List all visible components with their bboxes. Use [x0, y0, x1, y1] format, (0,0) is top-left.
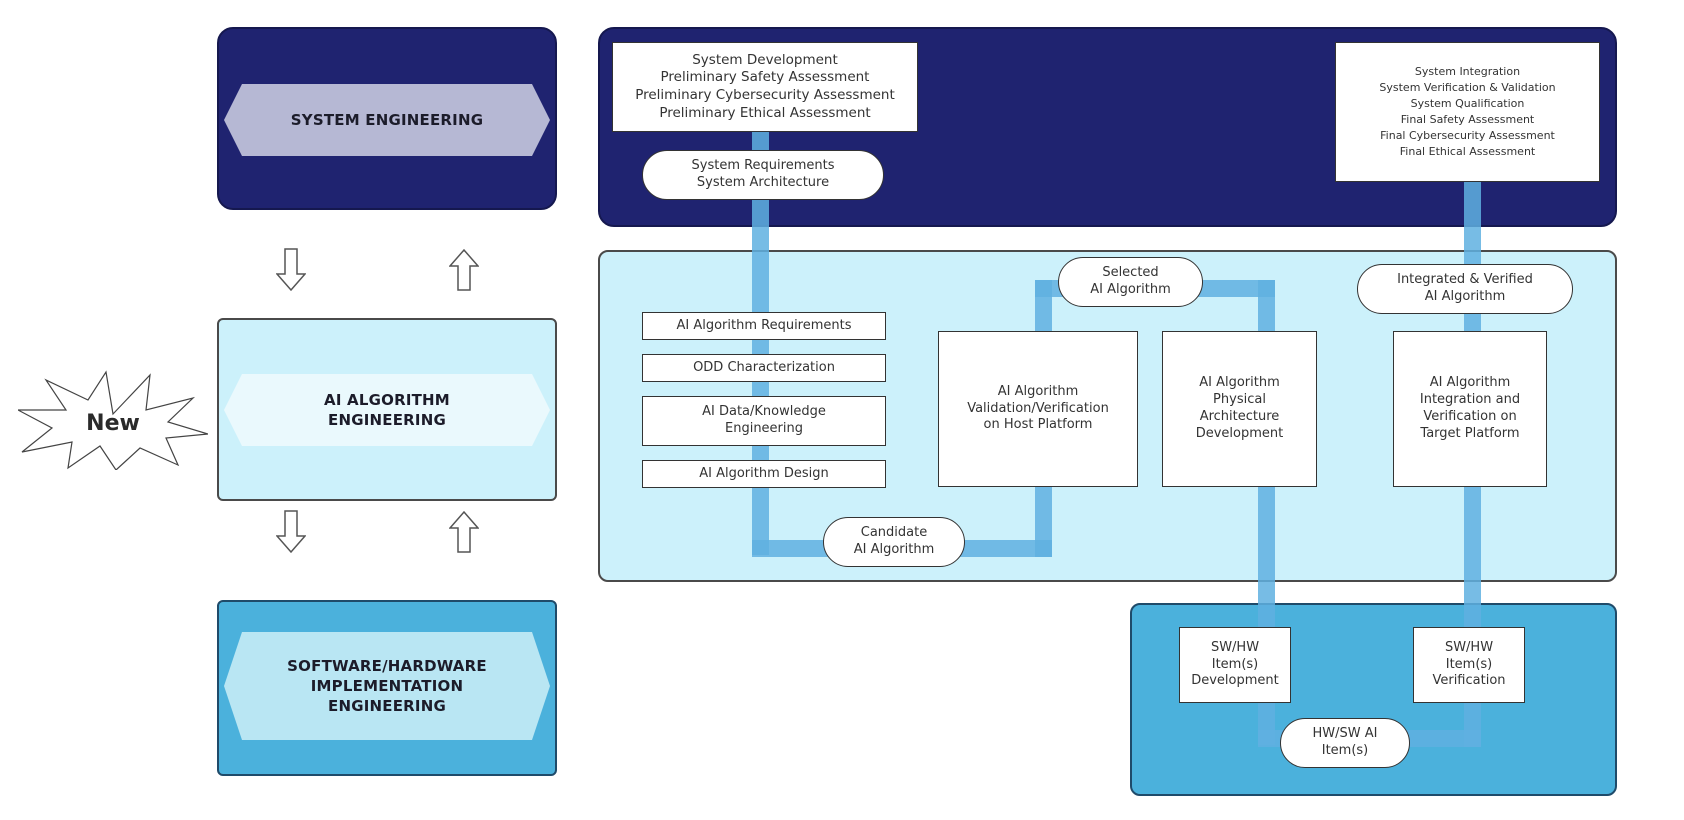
system-requirements-pill: System Requirements System Architecture	[642, 150, 884, 200]
hw-sw-ai-items-pill: HW/SW AI Item(s)	[1280, 718, 1410, 768]
ai-step-data-knowledge: AI Data/Knowledge Engineering	[642, 396, 886, 446]
ai-algorithm-engineering-label: AI ALGORITHM ENGINEERING	[324, 390, 450, 429]
candidate-algorithm-pill: Candidate AI Algorithm	[823, 517, 965, 567]
ai-step-requirements: AI Algorithm Requirements	[642, 312, 886, 340]
sw-hw-engineering-label: SOFTWARE/HARDWARE IMPLEMENTATION ENGINEE…	[287, 656, 487, 716]
sw-hw-verification-box: SW/HW Item(s) Verification	[1413, 627, 1525, 703]
system-development-box: System Development Preliminary Safety As…	[612, 42, 918, 132]
ai-step-design: AI Algorithm Design	[642, 460, 886, 488]
ai-step-odd-characterization: ODD Characterization	[642, 354, 886, 382]
arrow-up-icon	[449, 248, 479, 292]
system-engineering-label: SYSTEM ENGINEERING	[290, 110, 484, 129]
ai-physical-architecture-box: AI Algorithm Physical Architecture Devel…	[1162, 331, 1317, 487]
integrated-verified-pill: Integrated & Verified AI Algorithm	[1357, 264, 1573, 314]
sw-hw-development-box: SW/HW Item(s) Development	[1179, 627, 1291, 703]
ai-validation-host-box: AI Algorithm Validation/Verification on …	[938, 331, 1138, 487]
sw-hw-engineering-hexagon	[224, 632, 550, 740]
arrow-down-icon	[276, 248, 306, 292]
arrow-down-icon	[276, 510, 306, 554]
ai-algorithm-engineering-hexagon	[224, 374, 550, 446]
new-starburst-icon	[18, 370, 208, 470]
new-badge-label: New	[86, 410, 140, 436]
system-integration-box: System Integration System Verification &…	[1335, 42, 1600, 182]
ai-integration-target-box: AI Algorithm Integration and Verificatio…	[1393, 331, 1547, 487]
flow-line	[752, 130, 769, 555]
arrow-up-icon	[449, 510, 479, 554]
system-engineering-hexagon	[224, 84, 550, 156]
selected-algorithm-pill: Selected AI Algorithm	[1058, 257, 1203, 307]
